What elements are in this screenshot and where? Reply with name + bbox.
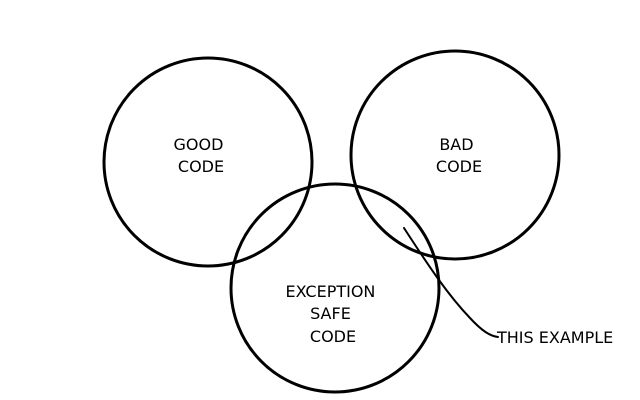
bad-code-label-line-1: BAD <box>439 135 473 154</box>
bad-code-label-line-2: CODE <box>436 157 482 176</box>
good-code-label-line-2: CODE <box>178 157 224 176</box>
exception-safe-code-label-line-1: EXCEPTION <box>286 282 376 301</box>
bad-code-label: BAD CODE <box>436 135 482 176</box>
exception-safe-code-label: EXCEPTION SAFE CODE <box>286 282 381 346</box>
bad-code-circle <box>349 49 561 261</box>
exception-safe-code-label-line-3: CODE <box>310 327 356 346</box>
exception-safe-code-circle <box>229 182 441 394</box>
good-code-label-line-1: GOOD <box>174 135 224 154</box>
good-code-label: GOOD CODE <box>174 135 229 176</box>
this-example-label: THIS EXAMPLE <box>496 328 613 347</box>
exception-safe-code-label-line-2: SAFE <box>310 304 351 323</box>
callout-pointer-line <box>403 227 499 338</box>
good-code-circle <box>102 56 314 268</box>
